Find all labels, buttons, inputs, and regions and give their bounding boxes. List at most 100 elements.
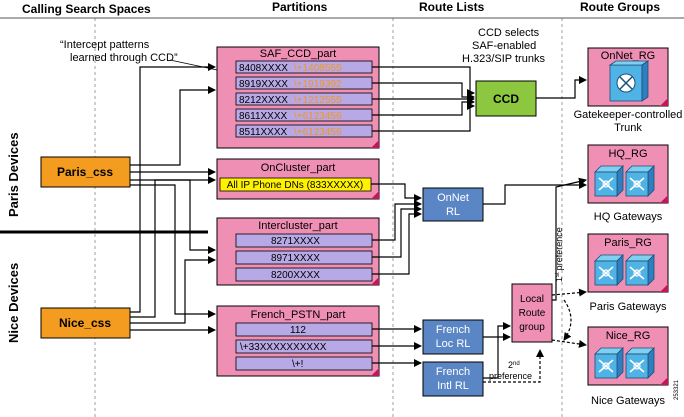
gateway-icon	[594, 347, 624, 379]
gateway-icon	[594, 165, 624, 197]
saf-pattern-row[interactable]: 8919XXXX \+1919392	[235, 76, 373, 90]
dashed-connectors	[483, 288, 587, 383]
intercluster-pattern-row[interactable]: 8271XXXX	[235, 233, 373, 248]
intercluster-pattern-row[interactable]: 8200XXXX	[235, 267, 373, 282]
first-preference-label: 1st preference	[554, 227, 564, 282]
route-group-onnet[interactable]: OnNet_RG	[587, 47, 669, 107]
header-partitions: Partitions	[272, 0, 328, 14]
french-pattern: 112	[290, 325, 306, 336]
saf-pattern-num: 8511XXXX	[239, 127, 288, 138]
first-pref-word: preference	[554, 227, 564, 270]
gateway-icon	[625, 165, 655, 197]
first-pref-sup: st	[555, 272, 561, 277]
saf-pattern-e164: \+1919392	[294, 79, 342, 90]
french-pattern-row[interactable]: \+33XXXXXXXXXX	[235, 339, 373, 354]
intercept-note-line1: “Intercept patterns	[60, 39, 150, 51]
french-pattern-row[interactable]: 112	[235, 322, 373, 337]
partition-oncluster[interactable]: OnCluster_part All IP Phone DNs (833XXXX…	[216, 158, 380, 200]
local-route-group-line1: Local	[520, 294, 544, 305]
hq-rg-title: HQ_RG	[608, 148, 647, 160]
saf-pattern-e164: \+1408555	[294, 63, 342, 74]
ccd-note-line3: H.323/SIP trunks	[462, 53, 545, 65]
hq-rg-caption: HQ Gateways	[594, 211, 663, 223]
gateway-icon	[594, 254, 624, 286]
gateway-icon	[625, 254, 655, 286]
header-calling-search-spaces: Calling Search Spaces	[22, 2, 151, 16]
first-pref-num: 1	[554, 277, 564, 282]
partition-saf-ccd[interactable]: SAF_CCD_part 8408XXXX \+1408555 8919XXXX…	[216, 46, 380, 149]
saf-pattern-e164: \+1212555	[294, 95, 342, 106]
french-loc-line1: French	[436, 324, 470, 336]
svg-text:2nd: 2nd	[508, 360, 520, 370]
route-group-paris[interactable]: Paris_RG	[587, 233, 669, 293]
saf-pattern-num: 8919XXXX	[239, 79, 288, 90]
second-pref-num: 2	[508, 360, 513, 370]
nice-rg-title: Nice_RG	[606, 330, 651, 342]
intercluster-pattern: 8271XXXX	[271, 236, 320, 247]
saf-pattern-row[interactable]: 8611XXXX \+6123456	[235, 108, 373, 122]
saf-pattern-num: 8212XXXX	[239, 95, 288, 106]
route-list-ccd[interactable]: CCD	[475, 80, 537, 117]
oncluster-pattern: All IP Phone DNs (833XXXXX)	[227, 180, 364, 191]
second-pref-sup: nd	[513, 361, 520, 367]
route-group-nice[interactable]: Nice_RG	[587, 326, 669, 386]
ccd-note-line1: CCD selects	[478, 27, 540, 39]
saf-pattern-e164: \+6123456	[294, 111, 342, 122]
paris-css-label: Paris_css	[57, 165, 113, 179]
french-loc-line2: Loc RL	[436, 338, 471, 350]
partition-intercluster[interactable]: Intercluster_part 8271XXXX 8971XXXX 8200…	[216, 217, 380, 286]
header-route-lists: Route Lists	[419, 0, 485, 14]
french-intl-line2: Intl RL	[437, 380, 469, 392]
intercluster-pattern: 8200XXXX	[271, 270, 320, 281]
connectors	[130, 63, 587, 379]
saf-pattern-num: 8408XXXX	[239, 63, 288, 74]
nice-css-box[interactable]: Nice_css	[40, 307, 131, 339]
french-pattern: \+33XXXXXXXXXX	[240, 342, 327, 353]
onnet-rg-caption-line1: Gatekeeper-controlled	[574, 109, 683, 121]
saf-pattern-row[interactable]: 8408XXXX \+1408555	[235, 60, 373, 74]
partition-oncluster-title: OnCluster_part	[261, 162, 336, 174]
french-intl-line1: French	[436, 366, 470, 378]
onnet-rg-caption-line2: Trunk	[614, 122, 642, 134]
route-list-onnet[interactable]: OnNet RL	[422, 187, 484, 222]
local-route-group-line3: group	[519, 322, 545, 333]
french-pattern: \+!	[292, 359, 303, 370]
local-route-group-line2: Route	[519, 308, 546, 319]
french-pattern-row[interactable]: \+!	[235, 356, 373, 371]
route-list-french-loc[interactable]: French Loc RL	[422, 319, 484, 355]
partition-french-pstn-title: French_PSTN_part	[251, 309, 346, 321]
partition-intercluster-title: Intercluster_part	[258, 220, 337, 232]
saf-pattern-e164: \+6123456	[294, 127, 342, 138]
ccd-label: CCD	[493, 92, 519, 106]
local-route-group[interactable]: Local Route group	[511, 283, 553, 343]
partition-saf-ccd-title: SAF_CCD_part	[260, 48, 336, 60]
intercept-note-line2: learned through CCD”	[70, 52, 178, 64]
onnet-rl-line1: OnNet	[437, 192, 469, 204]
onnet-rg-title: OnNet_RG	[601, 50, 655, 62]
saf-pattern-num: 8611XXXX	[239, 111, 288, 122]
paris-rg-title: Paris_RG	[604, 237, 652, 249]
paris-devices-label: Paris Devices	[6, 132, 21, 217]
nice-devices-label: Nice Devices	[6, 263, 21, 343]
column-dividers	[94, 18, 563, 417]
saf-pattern-row[interactable]: 8511XXXX \+6123456	[235, 124, 373, 138]
paris-css-box[interactable]: Paris_css	[40, 156, 131, 188]
route-group-hq[interactable]: HQ_RG	[587, 144, 669, 204]
second-preference-label: 2nd preference	[489, 360, 532, 381]
ccd-note-line2: SAF-enabled	[472, 40, 536, 52]
intercluster-pattern-row[interactable]: 8971XXXX	[235, 250, 373, 265]
saf-pattern-row[interactable]: 8212XXXX \+1212555	[235, 92, 373, 106]
svg-text:1stpreference: 1st preference	[554, 227, 564, 282]
nice-css-label: Nice_css	[59, 316, 111, 330]
gateway-icon	[625, 347, 655, 379]
route-list-french-intl[interactable]: French Intl RL	[422, 361, 484, 397]
header-route-groups: Route Groups	[580, 0, 660, 14]
nice-rg-caption: Nice Gateways	[591, 395, 665, 407]
onnet-rl-line2: RL	[446, 206, 460, 218]
intercept-note-pointer	[169, 59, 223, 72]
figure-id: 253321	[674, 379, 680, 400]
intercluster-pattern: 8971XXXX	[271, 253, 320, 264]
partition-french-pstn[interactable]: French_PSTN_part 112 \+33XXXXXXXXXX \+!	[216, 305, 380, 377]
